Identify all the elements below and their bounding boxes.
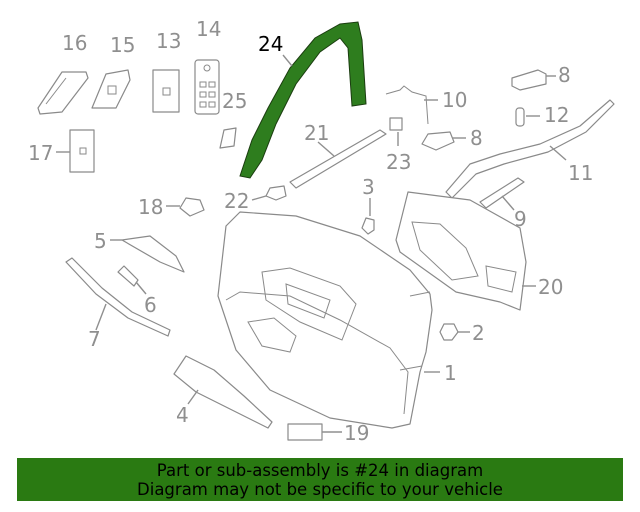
callout-8-upper[interactable]: 8 — [558, 63, 571, 87]
callout-14[interactable]: 14 — [196, 17, 221, 41]
part-2[interactable] — [439, 323, 459, 341]
part-9[interactable] — [479, 177, 525, 209]
callout-5[interactable]: 5 — [94, 229, 107, 253]
leader-7 — [95, 303, 107, 331]
callout-22[interactable]: 22 — [224, 189, 249, 213]
callout-19[interactable]: 19 — [344, 421, 369, 445]
part-8-upper[interactable] — [511, 69, 547, 91]
leader-11 — [549, 145, 567, 161]
callout-10[interactable]: 10 — [442, 88, 467, 112]
parts-diagram: 24 16 15 13 14 25 17 — [28, 17, 615, 445]
part-12[interactable] — [515, 107, 525, 127]
callout-20[interactable]: 20 — [538, 275, 563, 299]
part-16[interactable] — [37, 71, 89, 115]
part-21[interactable] — [289, 129, 387, 189]
part-4[interactable] — [173, 355, 273, 429]
callout-2[interactable]: 2 — [472, 321, 485, 345]
part-8-lower[interactable] — [421, 131, 455, 151]
part-24-window-seal[interactable] — [239, 21, 367, 179]
info-banner: Part or sub-assembly is #24 in diagram D… — [17, 458, 623, 501]
callout-17[interactable]: 17 — [28, 141, 53, 165]
callout-24[interactable]: 24 — [258, 32, 283, 56]
part-17[interactable] — [69, 129, 95, 173]
callout-18[interactable]: 18 — [138, 195, 163, 219]
callout-25[interactable]: 25 — [222, 89, 247, 113]
part-23[interactable] — [389, 117, 403, 131]
callout-9[interactable]: 9 — [514, 207, 527, 231]
part-6[interactable] — [117, 265, 139, 287]
callout-3[interactable]: 3 — [362, 175, 375, 199]
callout-4[interactable]: 4 — [176, 403, 189, 427]
part-1-door-panel[interactable] — [217, 211, 433, 429]
leader-24 — [282, 54, 293, 67]
part-19[interactable] — [287, 423, 323, 441]
part-15[interactable] — [91, 69, 131, 109]
leader-4 — [187, 389, 199, 405]
callout-23[interactable]: 23 — [386, 150, 411, 174]
leader-21 — [317, 141, 335, 157]
leader-22 — [251, 195, 267, 201]
callout-16[interactable]: 16 — [62, 31, 87, 55]
part-14[interactable] — [194, 59, 220, 115]
leader-9 — [501, 195, 515, 211]
callout-6[interactable]: 6 — [144, 293, 157, 317]
callout-1[interactable]: 1 — [444, 361, 457, 385]
part-11[interactable] — [445, 99, 615, 199]
part-25[interactable] — [219, 127, 237, 149]
callout-12[interactable]: 12 — [544, 103, 569, 127]
callout-13[interactable]: 13 — [156, 29, 181, 53]
part-7[interactable] — [65, 257, 171, 337]
callout-7[interactable]: 7 — [88, 327, 101, 351]
callout-15[interactable]: 15 — [110, 33, 135, 57]
part-5[interactable] — [121, 235, 185, 273]
callout-11[interactable]: 11 — [568, 161, 593, 185]
part-3[interactable] — [361, 217, 375, 235]
part-18[interactable] — [179, 197, 205, 217]
callout-8-lower[interactable]: 8 — [470, 126, 483, 150]
banner-line-2: Diagram may not be specific to your vehi… — [137, 480, 503, 499]
part-13[interactable] — [152, 69, 180, 113]
part-22[interactable] — [265, 185, 287, 201]
banner-line-1: Part or sub-assembly is #24 in diagram — [156, 461, 484, 480]
callout-21[interactable]: 21 — [304, 121, 329, 145]
leader-6 — [135, 281, 147, 295]
